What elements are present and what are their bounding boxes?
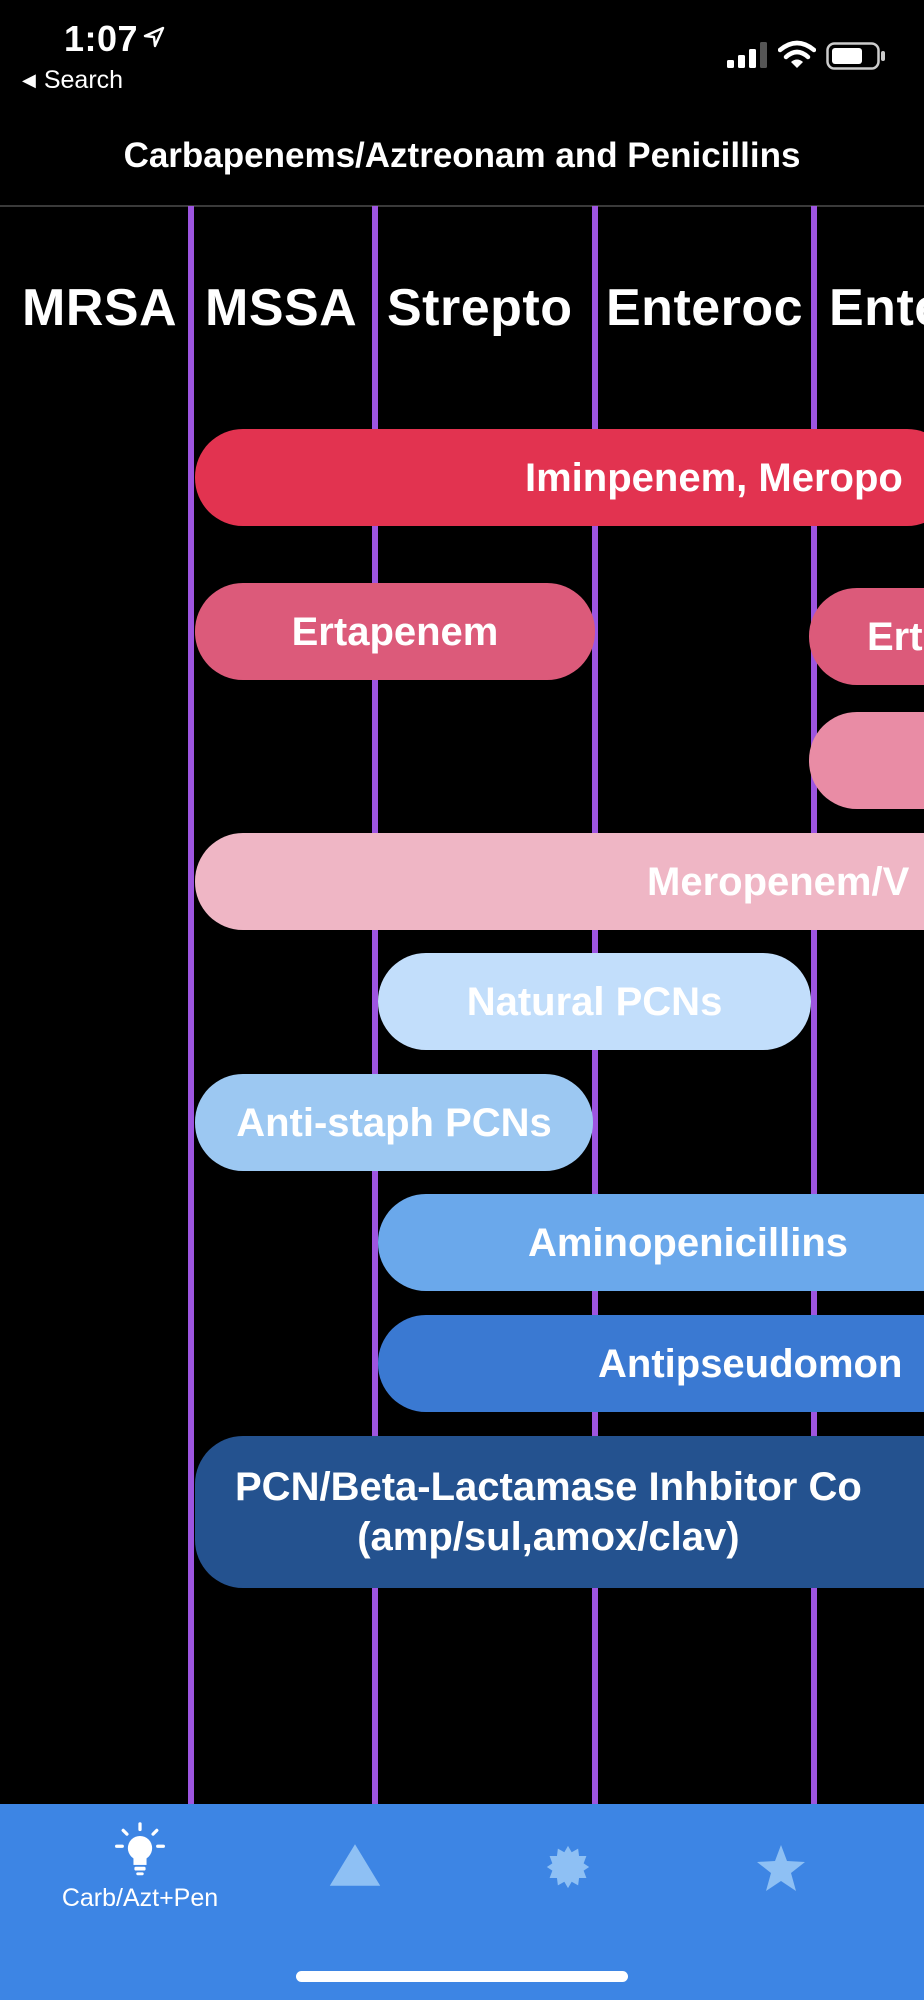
triangle-icon: [329, 1844, 381, 1886]
status-bar: 1:07 ◀ Search: [0, 0, 924, 100]
tab-triangle[interactable]: [255, 1804, 455, 1954]
bar-unlabeled-partial[interactable]: [809, 712, 924, 809]
status-time: 1:07: [64, 18, 139, 59]
tab-badge[interactable]: [468, 1804, 668, 1954]
column-header-ente: Ente: [829, 279, 924, 337]
tab-star[interactable]: [681, 1804, 881, 1954]
column-divider: [188, 206, 194, 1804]
bar-label: Aminopenicillins: [527, 1220, 849, 1265]
star-icon: [757, 1845, 805, 1891]
badge-icon: [546, 1845, 590, 1889]
bar-pcn-beta-lactamase-inhibitor[interactable]: PCN/Beta-Lactamase Inhbitor Co (amp/sul,…: [195, 1436, 924, 1588]
bar-label: Iminpenem, Meropo: [525, 455, 903, 500]
bar-label: Ert: [867, 614, 923, 659]
bar-anti-staph-pcns[interactable]: Anti-staph PCNs: [195, 1074, 593, 1171]
bar-meropenem-v[interactable]: Meropenem/V: [195, 833, 924, 930]
bar-label: Natural PCNs: [466, 979, 723, 1024]
cellular-signal-icon: [727, 42, 767, 68]
tab-bar: Carb/Azt+Pen: [0, 1804, 924, 2000]
coverage-chart[interactable]: MRSA MSSA Strepto Enteroc Ente Iminpenem…: [0, 206, 924, 1804]
column-divider: [372, 206, 378, 1804]
column-header-mrsa: MRSA: [22, 279, 178, 337]
back-to-search-link[interactable]: ◀ Search: [22, 66, 123, 95]
bar-label: Ertapenem: [291, 609, 499, 654]
bar-natural-pcns[interactable]: Natural PCNs: [378, 953, 811, 1050]
bar-label: Antipseudomon: [598, 1341, 903, 1386]
location-arrow-icon: [143, 26, 165, 48]
bar-ertapenem-partial[interactable]: Ert: [809, 588, 924, 685]
tab-label: Carb/Azt+Pen: [61, 1884, 219, 1912]
column-divider: [811, 206, 817, 1804]
column-header-mssa: MSSA: [205, 279, 358, 337]
tab-carb-azt-pen[interactable]: Carb/Azt+Pen: [40, 1804, 240, 1954]
navigation-bar: Carbapenems/Aztreonam and Penicillins: [0, 100, 924, 207]
page-title: Carbapenems/Aztreonam and Penicillins: [123, 136, 801, 175]
column-header-strepto: Strepto: [387, 279, 573, 337]
bar-label: Anti-staph PCNs: [236, 1100, 552, 1145]
bar-label: Meropenem/V: [647, 859, 910, 904]
column-header-enteroc: Enteroc: [606, 279, 804, 337]
battery-icon: [826, 42, 885, 70]
back-caret-icon: ◀: [22, 70, 36, 90]
bar-imipenem-meropenem[interactable]: Iminpenem, Meropo: [195, 429, 924, 526]
bar-ertapenem[interactable]: Ertapenem: [195, 583, 595, 680]
home-indicator[interactable]: [296, 1971, 628, 1982]
bar-aminopenicillins[interactable]: Aminopenicillins: [378, 1194, 924, 1291]
wifi-icon: [778, 40, 816, 68]
lightbulb-icon: [115, 1822, 165, 1876]
back-label: Search: [43, 66, 124, 94]
bar-antipseudomonal[interactable]: Antipseudomon: [378, 1315, 924, 1412]
bar-label: PCN/Beta-Lactamase Inhbitor Co (amp/sul,…: [235, 1465, 862, 1559]
